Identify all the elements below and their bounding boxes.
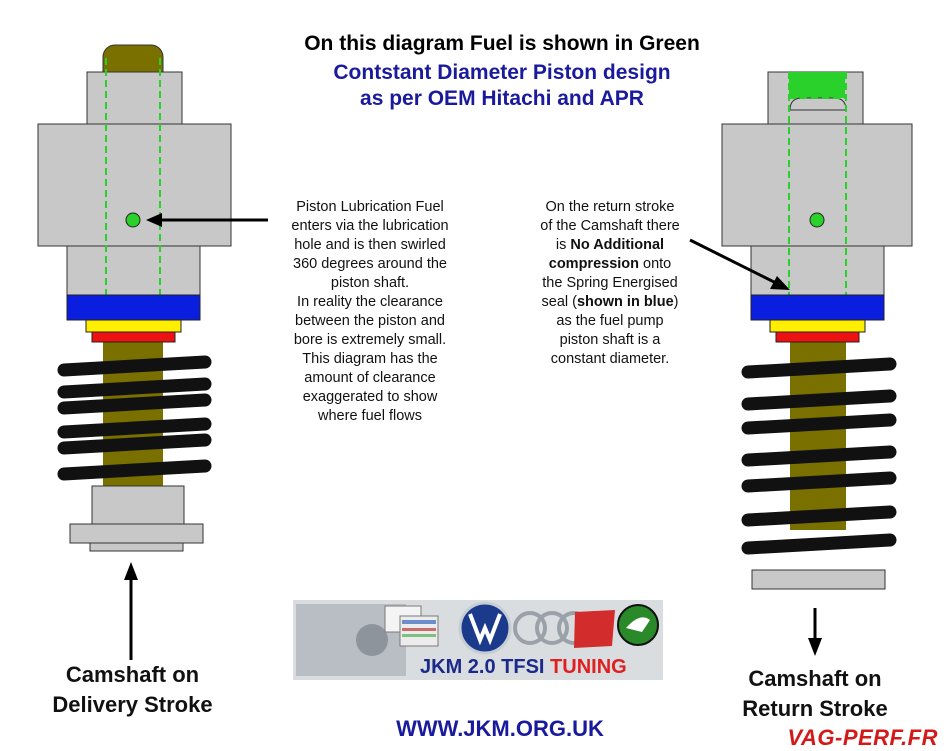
left-follower-base [69, 523, 204, 544]
left-spring-seat [91, 485, 185, 525]
left-note-pointer-head [146, 213, 162, 227]
logo-caption: JKM 2.0 TFSI TUNING [420, 656, 627, 678]
left-housing-upper [86, 71, 183, 125]
right-note-pointer-head [770, 276, 790, 290]
left-washer-red [91, 331, 176, 343]
left-note-line: exaggerated to show [302, 389, 438, 405]
watermark-brand: VAG-PERF.FR [787, 725, 938, 750]
right-caption: Camshaft on Return Stroke [710, 664, 920, 724]
right-follower-base [751, 569, 886, 590]
left-lubrication-hole [125, 212, 141, 228]
left-note-line: enters via the lubrication [291, 218, 449, 234]
right-camshaft-arrowhead [808, 638, 822, 656]
left-follower-foot [89, 542, 184, 552]
right-note-line: compression onto [548, 256, 672, 272]
left-housing-lower [66, 245, 201, 296]
right-note-line: seal (shown in blue) [541, 294, 679, 310]
right-annotation: On the return stroke of the Camshaft the… [515, 198, 705, 369]
right-note-pointer [689, 238, 779, 286]
left-caption-line-1: Camshaft on [65, 662, 200, 687]
right-note-line: piston shaft is a [559, 332, 661, 348]
left-note-line: In reality the clearance [297, 294, 443, 310]
right-washer-yellow [769, 319, 866, 333]
left-caption: Camshaft on Delivery Stroke [20, 660, 245, 720]
left-note-line: This diagram has the [302, 351, 438, 367]
right-note-line: as the fuel pump [556, 313, 664, 329]
left-annotation: Piston Lubrication Fuel enters via the l… [270, 198, 470, 426]
right-pump [689, 71, 913, 656]
left-note-line: bore is extremely small. [293, 332, 447, 348]
left-camshaft-arrowhead [124, 562, 138, 580]
right-note-line: of the Camshaft there [540, 218, 680, 234]
left-pump [37, 44, 268, 660]
left-caption-line-2: Delivery Stroke [52, 692, 213, 717]
right-spring [741, 357, 897, 555]
left-note-line: piston shaft. [330, 275, 410, 291]
right-seal [750, 294, 885, 321]
left-note-line: where fuel flows [318, 408, 422, 424]
right-note-line: constant diameter. [550, 351, 670, 367]
left-note-line: hole and is then swirled [294, 237, 446, 253]
right-washer-red [775, 331, 860, 343]
right-caption-line-1: Camshaft on [748, 666, 882, 691]
left-washer-yellow [85, 319, 182, 333]
right-note-line: the Spring Energised [542, 275, 678, 291]
page-subtitle: Contstant Diameter Piston design as per … [0, 60, 950, 112]
footer-url: WWW.JKM.ORG.UK [396, 716, 604, 741]
left-housing-main [37, 123, 232, 247]
right-fuel-chamber [789, 72, 845, 98]
subtitle-line-2: as per OEM Hitachi and APR [360, 87, 644, 110]
left-seal [66, 294, 201, 321]
right-housing-main [721, 123, 913, 247]
right-lubrication-hole [809, 212, 825, 228]
page-title: On this diagram Fuel is shown in Green [304, 32, 700, 55]
right-note-line: On the return stroke [545, 199, 675, 215]
logo-banner [293, 600, 663, 680]
left-note-line: 360 degrees around the [293, 256, 447, 272]
right-caption-line-2: Return Stroke [742, 696, 888, 721]
left-spring [57, 355, 212, 481]
subtitle-line-1: Contstant Diameter Piston design [333, 61, 671, 84]
left-note-line: between the piston and [295, 313, 445, 329]
seat-logo-icon [574, 610, 615, 648]
left-note-line: Piston Lubrication Fuel [296, 199, 444, 215]
left-note-line: amount of clearance [304, 370, 436, 386]
right-note-line: is No Additional [555, 237, 665, 253]
